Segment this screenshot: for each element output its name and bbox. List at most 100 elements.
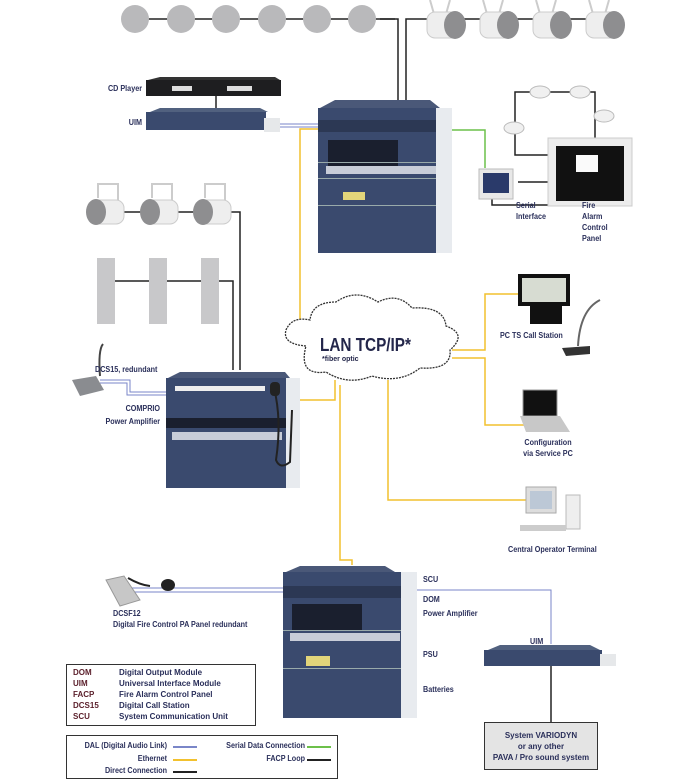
label-config-pc: Configuration via Service PC [512,437,584,459]
label-line: via Service PC [523,449,573,458]
legend-facp-label: FACP Loop [266,754,305,763]
projector-speaker-icon [479,0,519,39]
legend-text: Fire Alarm Control Panel [119,690,213,699]
legend-ethernet-label: Ethernet [137,754,167,763]
projector-speakers-top [426,0,625,39]
uim-top-device [146,108,280,132]
smoke-detector-icon [503,121,525,135]
smoke-detector-icon [569,85,591,99]
legend-row: DCS15 Digital Call Station [73,700,249,711]
left-speaker-lines [110,211,241,370]
label-cd-player: CD Player [107,84,142,93]
legend-abbr: FACP [73,690,95,699]
label-line: Alarm [582,212,603,221]
label-scu: SCU [423,575,439,584]
label-uim-top: UIM [128,118,142,127]
projector-speaker-icon [193,183,232,225]
ceiling-speaker-icon [348,5,376,33]
ethernet-lines [275,128,540,565]
label-serial-interface: Serial Interface [516,200,546,222]
column-speaker-icon [97,258,115,324]
legend-dal-swatch [173,746,197,748]
label-central-terminal: Central Operator Terminal [508,545,597,554]
label-line: PAVA / Pro sound system [492,752,590,762]
label-line: Power Amplifier [423,609,478,618]
comprio-rack [166,372,300,488]
legend-row: FACP Fire Alarm Control Panel [73,689,249,700]
lan-subtitle: *fiber optic [322,356,359,363]
label-dcsf12: DCSF12 Digital Fire Control PA Panel red… [113,608,247,630]
legend-abbr: SCU [73,712,90,721]
pc-ts-call-station [518,274,570,324]
label-pc-ts: PC TS Call Station [500,331,563,340]
projector-speaker-icon [532,0,572,39]
column-speakers [97,258,219,324]
projector-speaker-icon [585,0,625,39]
legend-abbr: DOM [73,668,92,677]
cd-player-device [146,77,281,96]
legend-serial-swatch [307,746,331,748]
facp-device [547,137,633,207]
legend-row: SCU System Communication Unit [73,711,249,722]
legend-dal-label: DAL (Digital Audio Link) [84,741,167,750]
central-rack-top [318,100,452,253]
label-dcs15: DCS15, redundant [95,365,158,374]
label-dom: DOM Power Amplifier [423,594,478,619]
projector-speaker-icon [140,183,179,225]
legend-text: System Communication Unit [119,712,228,721]
label-line: or any other [517,741,565,751]
projector-speaker-icon [86,183,125,225]
legend-abbr: DCS15 [73,701,99,710]
serial-data-line [452,129,486,168]
lan-cloud [284,294,459,381]
label-line: COMPRIO [125,404,160,413]
label-psu: PSU [423,650,438,659]
legend-facp-swatch [307,759,331,761]
fire-detectors [503,85,615,135]
legend-text: Digital Output Module [119,668,203,677]
dal-dcsf12 [125,587,285,593]
smoke-detector-icon [593,109,615,123]
legend-direct-swatch [173,771,197,773]
label-uim-bottom: UIM [530,637,544,646]
label-line: DOM [423,595,440,604]
ceiling-speaker-icon [121,5,149,33]
external-system-box: System VARIODYN or any other PAVA / Pro … [484,722,598,770]
label-line: Digital Fire Control PA Panel redundant [113,620,248,629]
legend-direct-label: Direct Connection [104,766,167,775]
label-batteries: Batteries [423,685,454,694]
label-comprio: COMPRIO Power Amplifier [79,403,160,427]
serial-interface-device [478,168,514,200]
legend-row: DOM Digital Output Module [73,667,249,678]
label-line: Panel [582,234,602,243]
dal-dcs15 [100,379,168,396]
ceiling-speaker-icon [212,5,240,33]
column-speaker-icon [149,258,167,324]
dcs15-device [72,343,104,396]
ceiling-speaker-icon [167,5,195,33]
projector-speakers-left [86,183,232,225]
lan-title: LAN TCP/IP* [320,335,411,355]
legend-text: Digital Call Station [119,701,190,710]
legend-ethernet-swatch [173,759,197,761]
service-laptop [520,389,570,432]
label-line: System VARIODYN [504,730,578,740]
line-type-legend: DAL (Digital Audio Link) Ethernet Direct… [66,735,338,779]
smoke-detector-icon [529,85,551,99]
dal-uim-bottom [417,589,552,644]
projector-speaker-icon [426,0,466,39]
main-rack-bottom [283,566,417,718]
legend-abbr: UIM [73,679,88,688]
label-line: Control [582,223,608,232]
label-line: Power Amplifier [105,417,160,426]
dcsf12-device [105,575,175,607]
ceiling-speaker-icon [303,5,331,33]
central-operator-terminal [520,486,581,531]
label-line: Configuration [524,438,572,447]
label-line: Serial [516,201,536,210]
dal-uim-top [280,123,320,128]
